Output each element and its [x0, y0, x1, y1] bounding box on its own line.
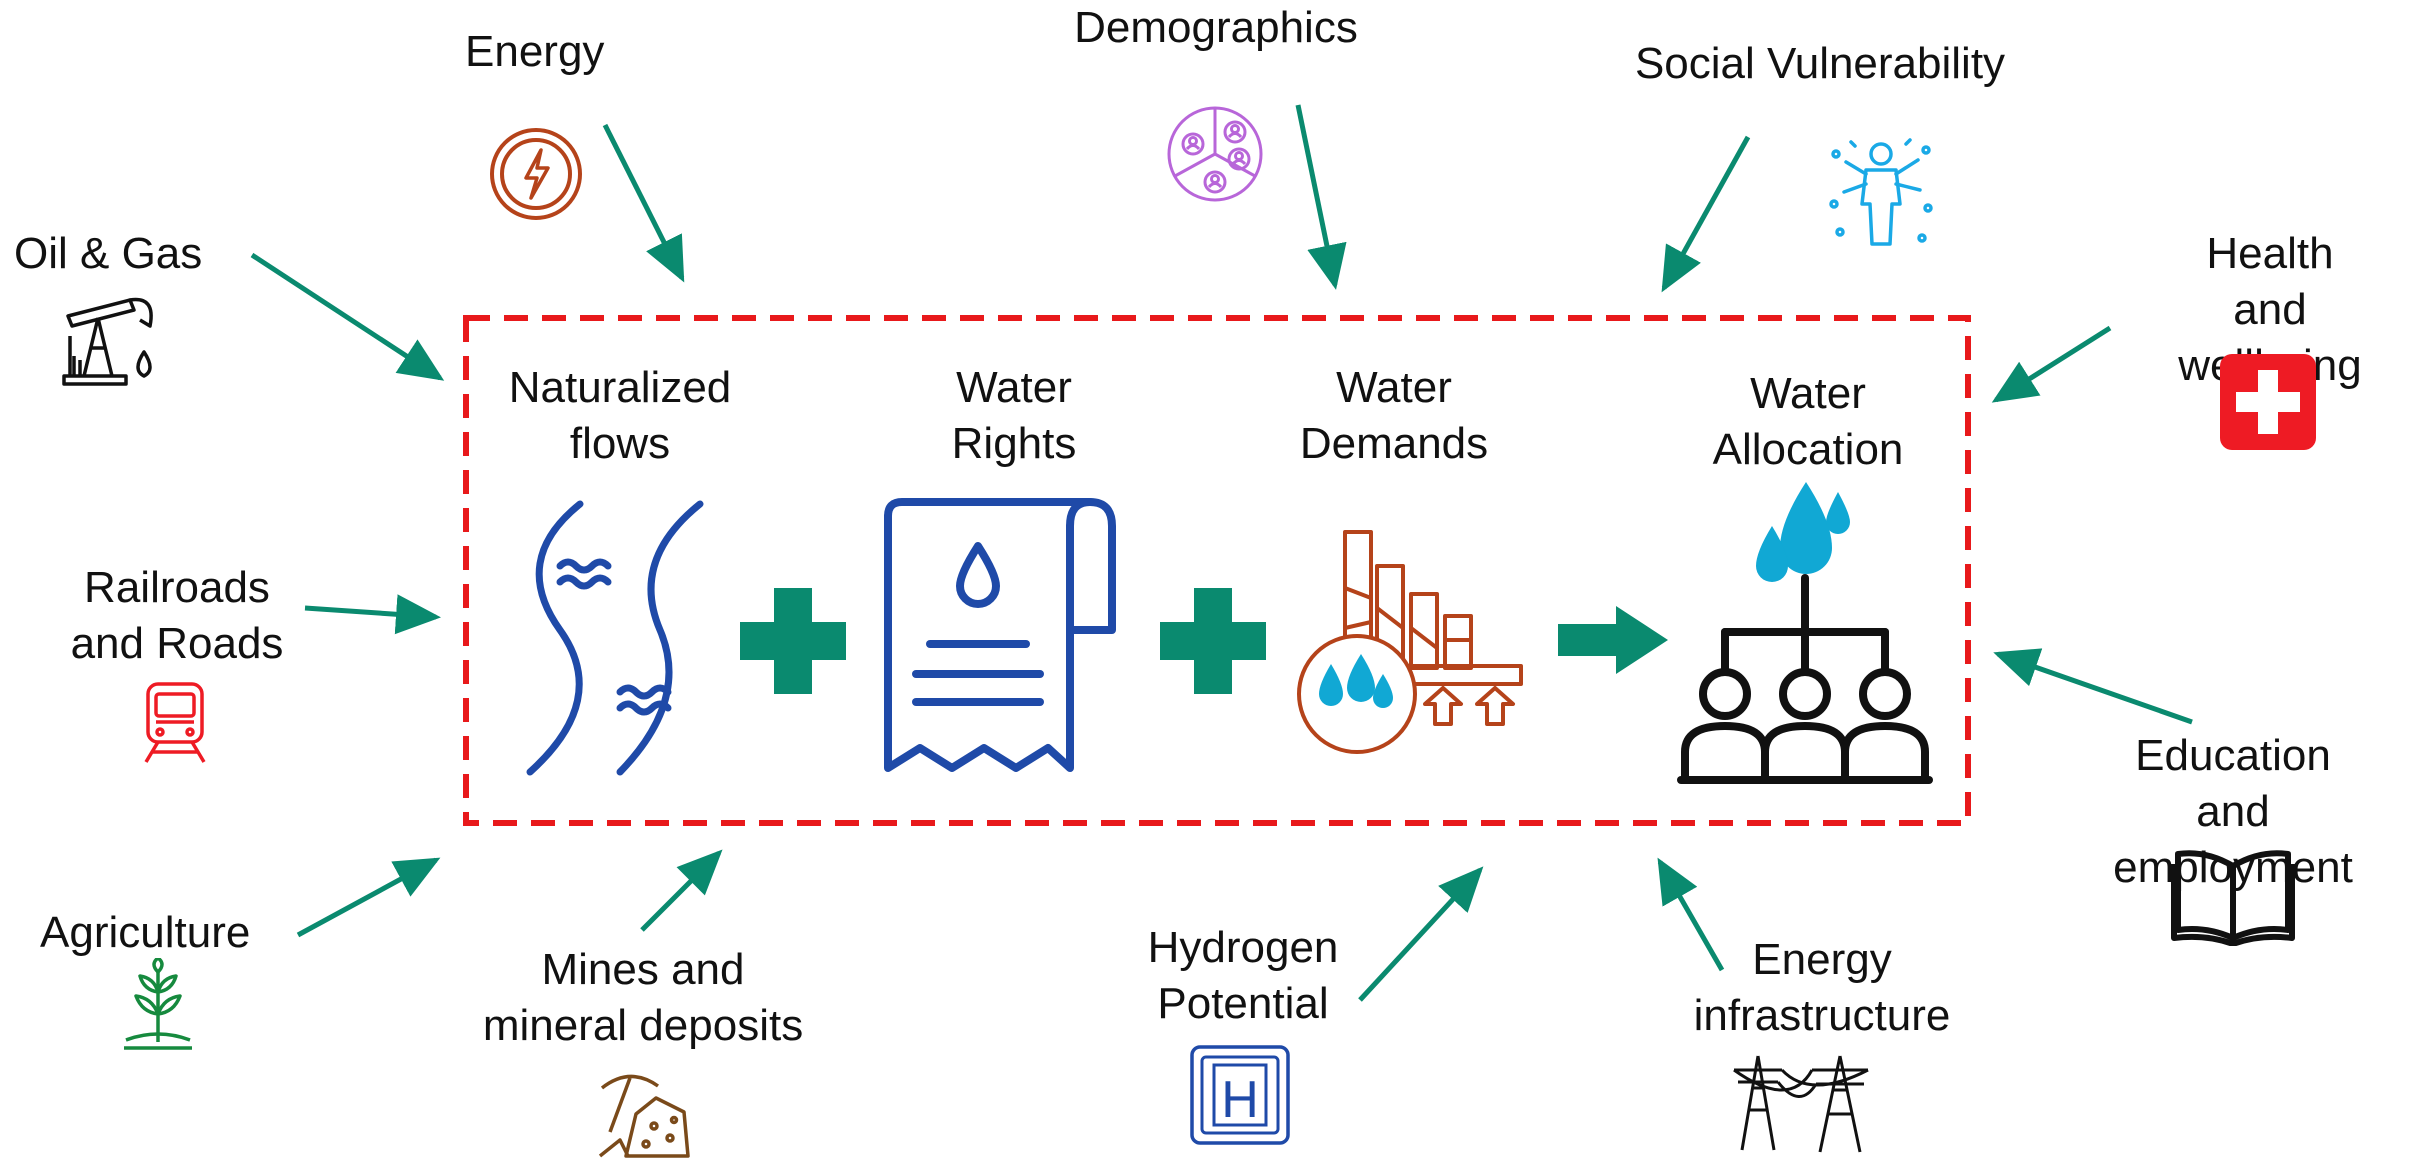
- arrow-demographics: [1295, 104, 1347, 290]
- svg-text:H: H: [1221, 1071, 1259, 1129]
- factor-demographics-label: Demographics: [1074, 3, 1358, 52]
- arrow-hydrogen: [1358, 866, 1484, 1002]
- pickaxe-ore-icon: [598, 1074, 690, 1158]
- population-segments-icon: [1167, 106, 1263, 202]
- arrow-social: [1661, 135, 1751, 293]
- train-icon: [144, 682, 206, 763]
- lightning-bolt-circle-icon: [490, 128, 582, 220]
- factor-oil-gas-label: Oil & Gas: [14, 229, 203, 278]
- factor-energy-infra-label: Energy infrastructure: [1693, 935, 1951, 1040]
- river-banks-icon: [526, 500, 704, 776]
- result-arrow-icon: [1558, 606, 1668, 674]
- open-book-icon: [2171, 850, 2295, 946]
- factor-education-label: Education and employment: [2113, 731, 2353, 892]
- arrow-health: [1991, 325, 2112, 403]
- demand-chart-icon: [1297, 530, 1523, 754]
- power-pylon-icon: [1733, 1055, 1869, 1153]
- arrow-energy: [602, 123, 685, 283]
- arrow-mines: [640, 849, 723, 932]
- arrow-agriculture: [296, 857, 441, 938]
- factor-social-label: Social Vulnerability: [1634, 39, 2006, 88]
- arrow-energy-infra: [1657, 857, 1725, 972]
- oil-pump-jack-icon: [62, 297, 153, 386]
- water-rights-scroll-icon: [884, 498, 1116, 772]
- water-demands-label: Water Demands: [1299, 363, 1489, 468]
- water-allocation-label: Water Allocation: [1712, 369, 1904, 474]
- water-rights-label: Water Rights: [951, 363, 1077, 468]
- naturalized-flows-label: Naturalized flows: [508, 363, 732, 468]
- plus-icon: [740, 588, 846, 694]
- factor-energy-label: Energy: [465, 27, 605, 76]
- medical-cross-icon: [2220, 354, 2316, 450]
- factor-agriculture-label: Agriculture: [40, 908, 251, 957]
- arrow-education: [1993, 648, 2193, 725]
- sprout-icon: [124, 958, 192, 1050]
- plus-icon: [1160, 588, 1266, 694]
- factor-railroads-label: Railroads and Roads: [70, 563, 284, 668]
- factor-health-label: Health and wellbeing: [2178, 229, 2361, 390]
- vulnerable-person-icon: [1829, 138, 1933, 246]
- allocation-hierarchy-icon: [1677, 482, 1933, 784]
- arrow-oil-gas: [250, 252, 445, 381]
- hydrogen-element-icon: H: [1190, 1045, 1290, 1145]
- factor-mines-label: Mines and mineral deposits: [482, 945, 804, 1050]
- arrow-railroads: [304, 594, 441, 635]
- factor-hydrogen-label: Hydrogen Potential: [1147, 923, 1339, 1028]
